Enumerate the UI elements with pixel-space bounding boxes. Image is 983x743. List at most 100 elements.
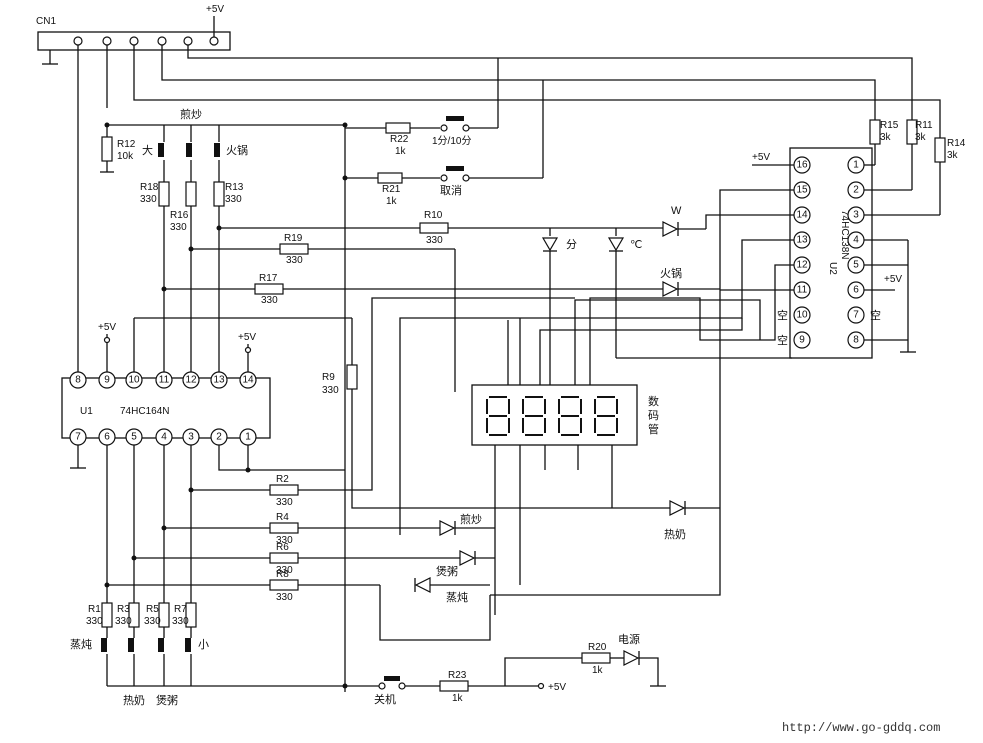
lower-leds: 煎炒 煲粥 蒸炖 热奶 xyxy=(414,500,720,604)
u2-decoder: 74HC138N U2 16 15 14 13 12 11 10 9 1 2 3… xyxy=(752,147,940,359)
r2-val: 330 xyxy=(276,497,293,508)
led-driver-resistors: R10 330 R19 330 R17 330 xyxy=(161,210,663,392)
u2-name: U2 xyxy=(827,262,838,275)
r11-val: 3k xyxy=(915,132,927,143)
r12-val: 10k xyxy=(117,151,134,162)
r15-ref: R15 xyxy=(880,120,899,131)
display-label-char-2: 码 xyxy=(648,409,659,422)
da-switch-label: 大 xyxy=(142,143,153,157)
r5-val: 330 xyxy=(144,616,161,627)
u1-vcc-right-label: +5V xyxy=(238,332,256,343)
r23-ref: R23 xyxy=(448,670,467,681)
u2-nc-10: 空 xyxy=(777,308,788,322)
u2-pin-2: 2 xyxy=(853,185,859,196)
u2-pin-10: 10 xyxy=(796,310,808,321)
u2-nc-9: 空 xyxy=(777,333,788,347)
u1-pin-2: 2 xyxy=(216,432,222,443)
u1-part: 74HC164N xyxy=(120,406,169,417)
bottom-key-block: R1 330 R3 330 R5 330 R7 330 蒸炖 小 热奶 煲粥 xyxy=(70,490,380,707)
u2-pin-16: 16 xyxy=(796,160,808,171)
u2-pin-9: 9 xyxy=(799,335,805,346)
zhendun-key-label: 蒸炖 xyxy=(70,638,92,651)
u2-pin-14: 14 xyxy=(796,210,808,221)
r23-val: 1k xyxy=(452,693,464,704)
xiao-key-label: 小 xyxy=(198,638,209,651)
display-label-char-3: 管 xyxy=(648,422,659,436)
r4-val: 330 xyxy=(276,535,293,546)
u2-output-wires xyxy=(399,189,794,596)
r14-ref: R14 xyxy=(947,138,966,149)
r3-ref: R3 xyxy=(117,604,130,615)
led-fen-label: 分 xyxy=(566,238,577,251)
r5-ref: R5 xyxy=(146,604,159,615)
u2-input-resistors: R15 3k R11 3k R14 3k xyxy=(869,119,966,215)
r1-val: 330 xyxy=(86,616,103,627)
r16-ref: R16 xyxy=(170,210,189,221)
r3-val: 330 xyxy=(115,616,132,627)
r19-ref: R19 xyxy=(284,233,303,244)
r9-ref: R9 xyxy=(322,372,335,383)
u1-pin-11: 11 xyxy=(159,375,170,386)
connector-vcc-label: +5V xyxy=(206,4,224,15)
r10-ref: R10 xyxy=(424,210,443,221)
power-section: 关机 R23 1k +5V R20 1k 电源 xyxy=(342,632,666,706)
u2-pin-15: 15 xyxy=(796,185,808,196)
connector-wires xyxy=(77,45,941,372)
r4-ref: R4 xyxy=(276,512,289,523)
u2-pin-5: 5 xyxy=(853,260,859,271)
r20-ref: R20 xyxy=(588,642,607,653)
u1-pin-5: 5 xyxy=(131,432,137,443)
u1-pin-7: 7 xyxy=(75,432,81,443)
r8-val: 330 xyxy=(276,592,293,603)
u2-pin-6: 6 xyxy=(853,285,859,296)
r8-ref: R8 xyxy=(276,569,289,580)
u1-pin-8: 8 xyxy=(75,375,81,386)
u1-pin-13: 13 xyxy=(213,375,225,386)
u1-pin-9: 9 xyxy=(104,375,110,386)
led-zhendun-label: 蒸炖 xyxy=(446,591,468,604)
power-off-key-label: 关机 xyxy=(374,692,396,706)
r16-val: 330 xyxy=(170,222,187,233)
top-switch-block: R12 10k 煎炒 大 火锅 R18 330 R16 330 R13 330 xyxy=(100,107,345,372)
u1-pin-6: 6 xyxy=(104,432,110,443)
timer-key-label: 1分/10分 xyxy=(432,135,471,147)
u1-pin-14: 14 xyxy=(242,375,254,386)
u2-pin-7: 7 xyxy=(853,310,859,321)
led-renai-label: 热奶 xyxy=(664,527,686,541)
r10-val: 330 xyxy=(426,235,443,246)
u1-pin-4: 4 xyxy=(161,432,167,443)
timer-cancel-keys: R22 1k 1分/10分 R21 1k 取消 xyxy=(342,116,543,692)
led-jianchao-label: 煎炒 xyxy=(460,512,482,526)
u2-pin-12: 12 xyxy=(796,260,808,271)
u1-name: U1 xyxy=(80,406,93,417)
u1-vcc-left-label: +5V xyxy=(98,322,116,333)
r13-val: 330 xyxy=(225,194,242,205)
seven-segment-display: 数 码 管 xyxy=(471,384,659,615)
u2-nc-7: 空 xyxy=(870,308,881,322)
u2-pin-3: 3 xyxy=(853,210,859,221)
cancel-key-label: 取消 xyxy=(440,183,462,197)
u1-pin-3: 3 xyxy=(188,432,194,443)
u2-pin-13: 13 xyxy=(796,235,808,246)
r19-val: 330 xyxy=(286,255,303,266)
u2-pin-11: 11 xyxy=(797,285,808,296)
u2-part: 74HC138N xyxy=(839,210,850,259)
upper-leds: 分 ℃ W 火锅 xyxy=(541,205,720,392)
r9-val: 330 xyxy=(322,385,339,396)
r11-ref: R11 xyxy=(915,120,933,131)
r6-ref: R6 xyxy=(276,542,289,553)
r6-val: 330 xyxy=(276,565,293,576)
r2-ref: R2 xyxy=(276,474,289,485)
led-w-label: W xyxy=(671,205,682,217)
source-url: http://www.go-gddq.com xyxy=(782,721,940,735)
led-power-label: 电源 xyxy=(618,632,640,646)
r1-ref: R1 xyxy=(88,604,101,615)
r21-ref: R21 xyxy=(382,184,401,195)
r13-ref: R13 xyxy=(225,182,244,193)
connector-label: CN1 xyxy=(36,16,56,27)
r7-val: 330 xyxy=(172,616,189,627)
r15-val: 3k xyxy=(880,132,892,143)
u2-pin-1: 1 xyxy=(853,160,859,171)
led-celsius-label: ℃ xyxy=(630,239,642,251)
